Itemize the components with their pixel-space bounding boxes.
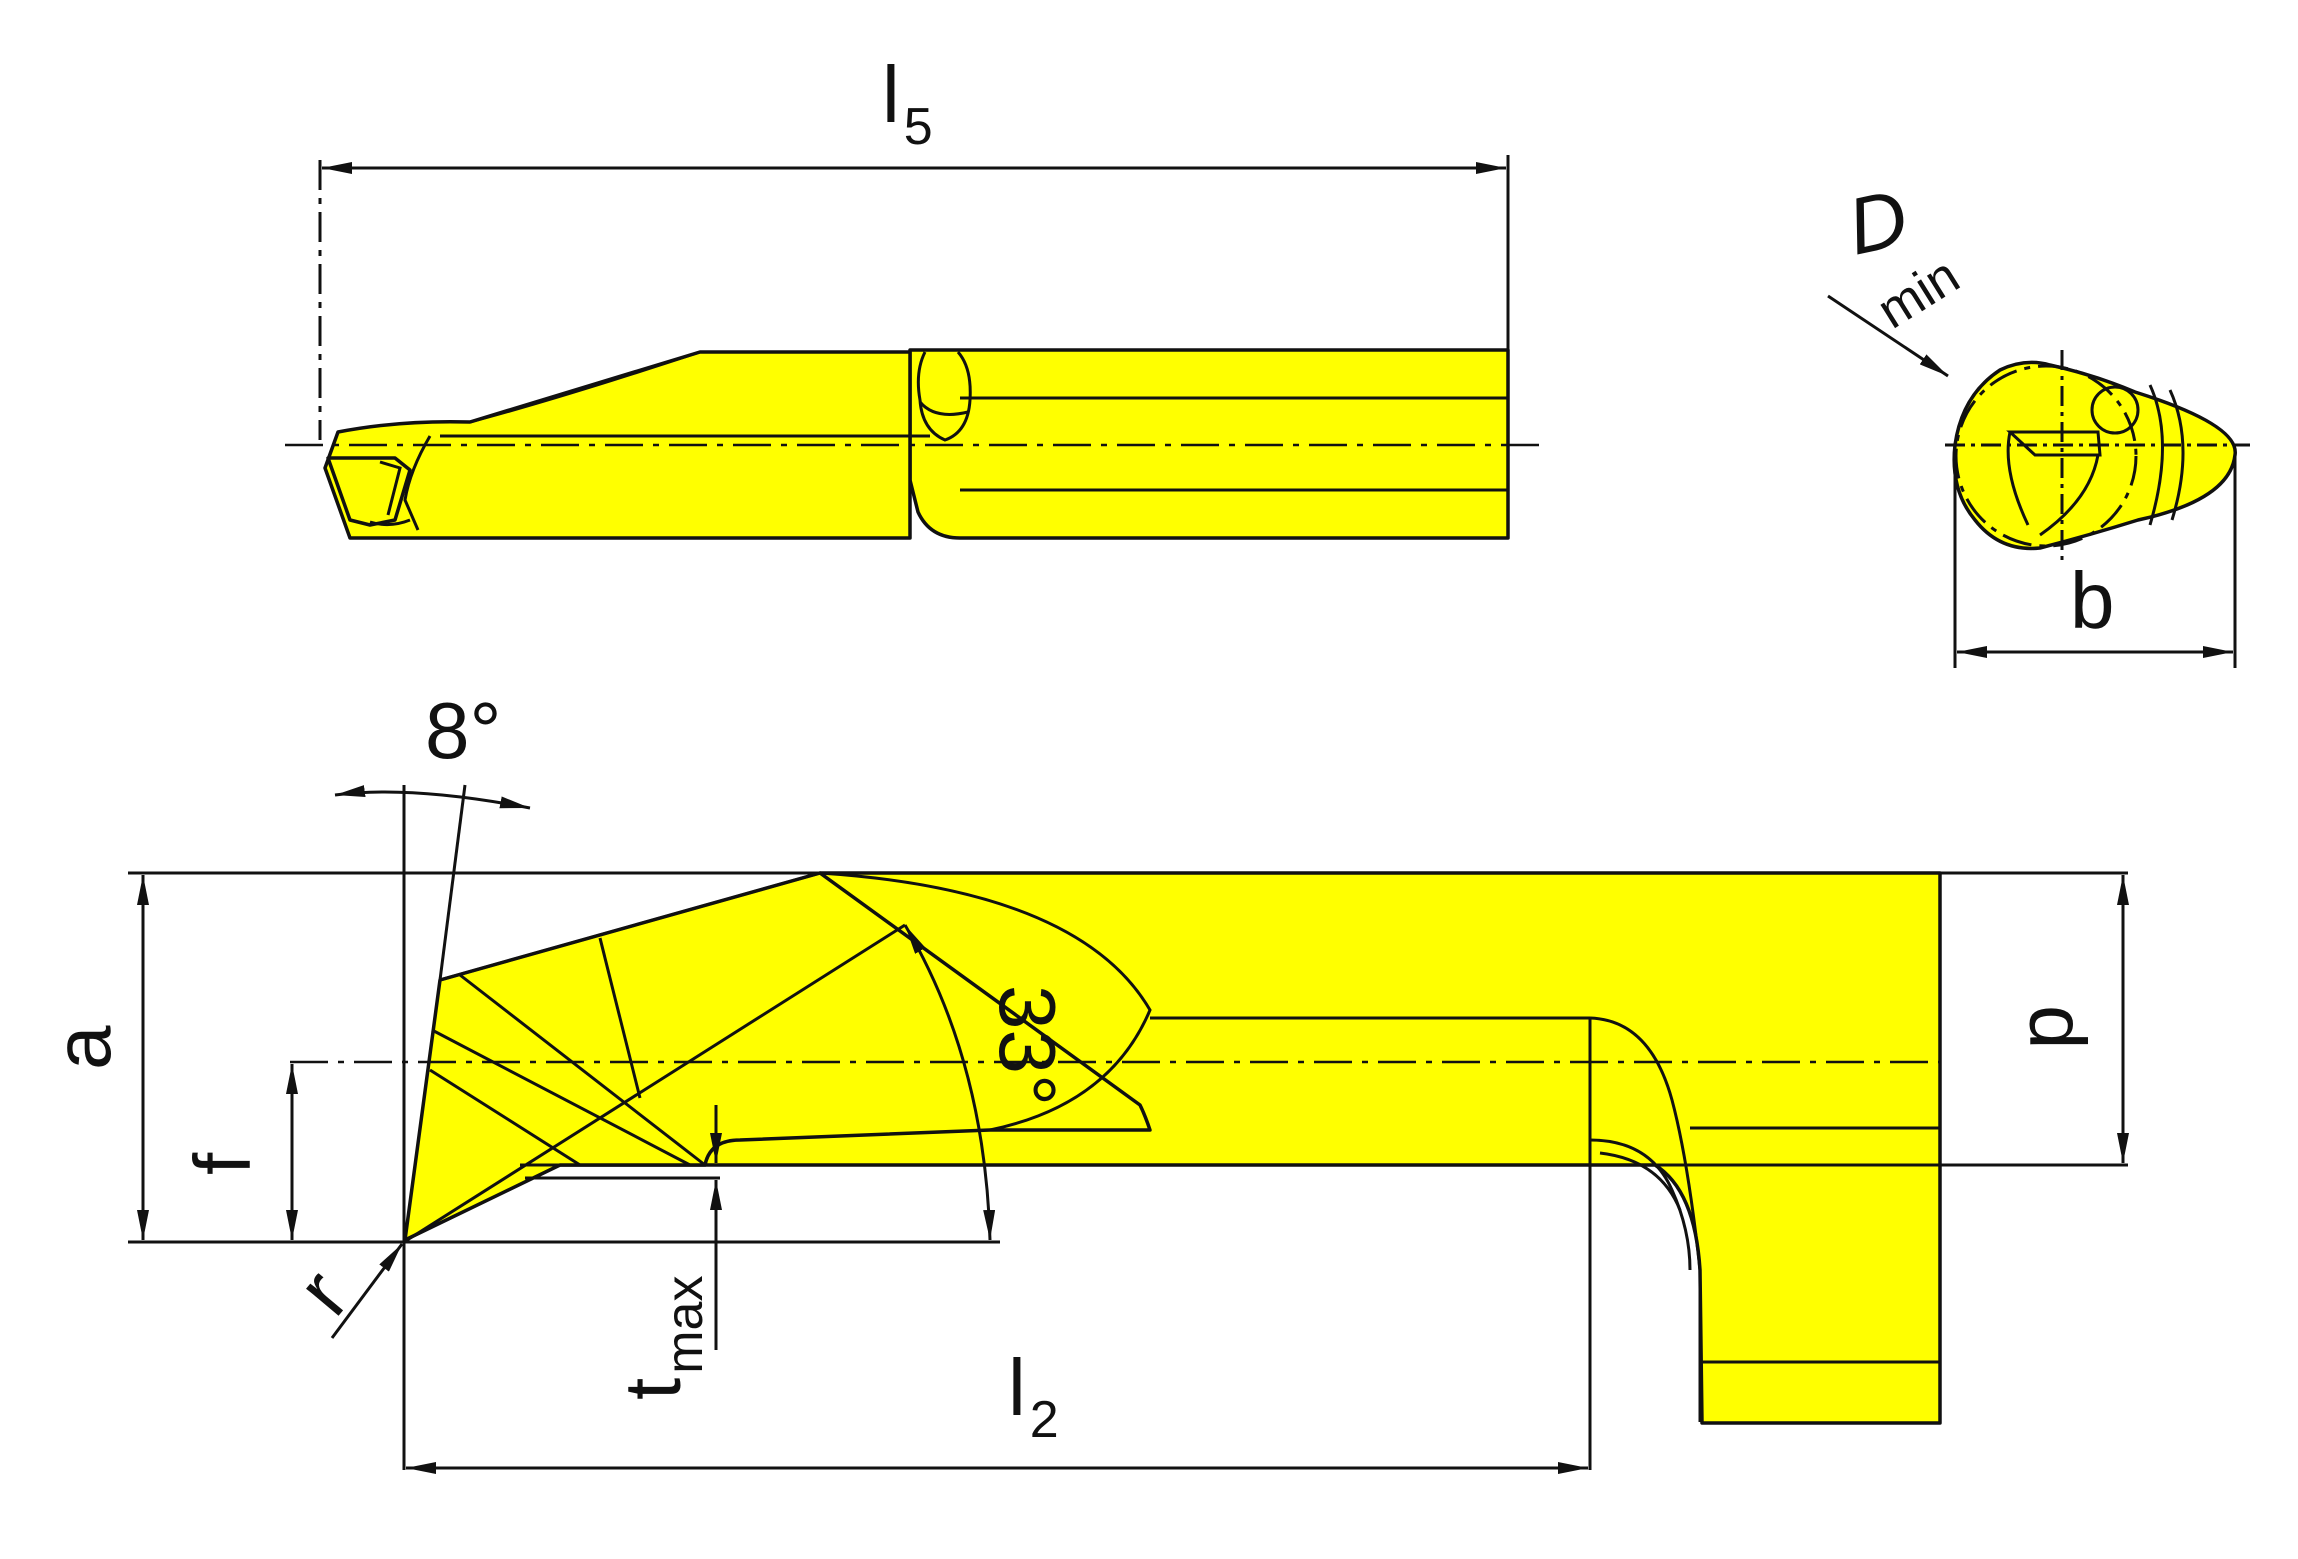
label-r: r [280, 1253, 365, 1331]
top-view [285, 155, 1545, 540]
label-a: a [38, 1025, 127, 1070]
label-f: f [178, 1152, 267, 1175]
label-tmax: tmax [608, 1276, 714, 1400]
label-8deg: 8° [425, 686, 501, 775]
label-dmin: D [1840, 173, 1915, 272]
end-view [1827, 294, 2250, 668]
label-d: d [2013, 1005, 2102, 1050]
side-view [128, 784, 2129, 1474]
label-l2: l2 [1008, 1343, 1059, 1449]
label-l5: l5 [882, 50, 933, 156]
label-33deg: 33° [983, 985, 1072, 1106]
label-b: b [2070, 556, 2115, 645]
